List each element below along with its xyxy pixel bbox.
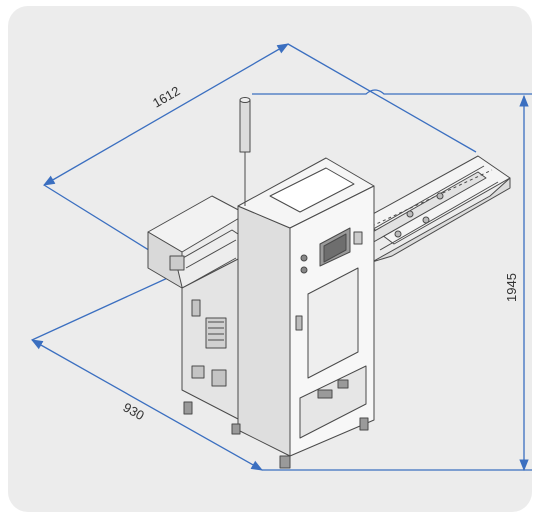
signal-pole <box>239 97 251 206</box>
conveyor-rails <box>361 155 511 263</box>
dimension-lines <box>30 43 532 472</box>
bottom-drawer <box>299 365 367 439</box>
length-extension-front <box>43 184 169 263</box>
length-dimension-line <box>42 43 290 186</box>
control-button-1 <box>300 254 308 262</box>
height-label: 1945 <box>504 273 519 302</box>
left-cabinet <box>181 257 241 421</box>
control-button-2 <box>300 266 308 274</box>
tower-side-face <box>237 205 291 457</box>
front-access-door <box>307 267 359 379</box>
machine-feet <box>183 401 369 469</box>
width-extension-left <box>31 275 173 341</box>
label-plate <box>353 231 363 245</box>
height-extension-top <box>252 89 532 95</box>
machine-illustration <box>147 97 511 469</box>
door-handle <box>295 315 303 331</box>
length-extension-back <box>287 43 477 153</box>
width-dimension-line <box>30 339 264 471</box>
length-label: 1612 <box>150 83 183 110</box>
touch-screen <box>319 227 351 267</box>
